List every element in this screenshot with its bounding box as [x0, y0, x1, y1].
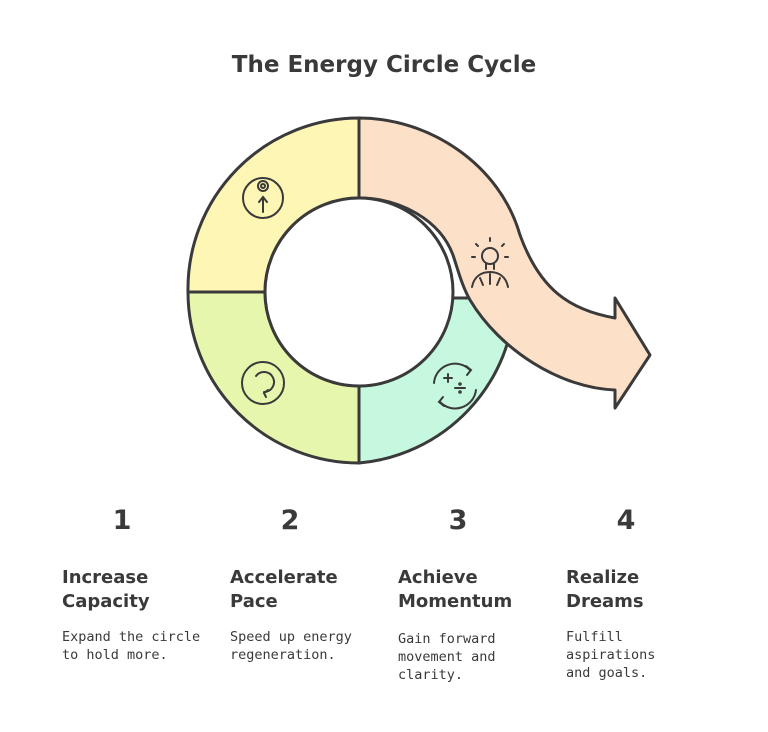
step-description: Speed up energy regeneration. [230, 628, 380, 664]
step-achieve-momentum: 3 Achieve Momentum Gain forward movement… [398, 505, 558, 684]
step-desc-line: and goals. [566, 665, 648, 681]
lightbulb-person-icon [471, 237, 509, 288]
step-title-line: Pace [230, 591, 278, 612]
step-number: 4 [616, 505, 636, 536]
step-title-line: Increase [62, 567, 149, 588]
step-desc-line: Gain forward [398, 631, 496, 647]
step-number: 3 [448, 505, 468, 536]
step-number: 1 [112, 505, 132, 536]
step-title-line: Capacity [62, 591, 150, 612]
inner-circle [263, 196, 455, 388]
step-title: Realize Dreams [566, 566, 721, 614]
step-realize-dreams: 4 Realize Dreams Fulfill aspirations and… [566, 505, 726, 682]
step-desc-line: clarity. [398, 667, 464, 683]
step-title-line: Achieve [398, 567, 478, 588]
step-desc-line: Expand the circle [62, 629, 201, 645]
step-increase-capacity: 1 Increase Capacity Expand the circle to… [62, 505, 222, 664]
step-description: Expand the circle to hold more. [62, 628, 212, 664]
step-title: Increase Capacity [62, 566, 217, 614]
calculator-cycle-icon [433, 362, 477, 410]
step-title-line: Momentum [398, 591, 513, 612]
target-arrow-up-icon [242, 177, 284, 219]
step-title-line: Accelerate [230, 567, 338, 588]
circular-arrow-icon [241, 361, 285, 405]
step-desc-line: movement and [398, 649, 496, 665]
step-desc-line: Fulfill aspirations [566, 629, 656, 663]
step-desc-line: to hold more. [62, 647, 168, 663]
step-accelerate-pace: 2 Accelerate Pace Speed up energy regene… [230, 505, 390, 664]
diagram-title: The Energy Circle Cycle [231, 52, 537, 78]
step-description: Gain forward movement and clarity. [398, 630, 548, 684]
step-title-line: Dreams [566, 591, 644, 612]
step-title: Achieve Momentum [398, 566, 553, 614]
step-number: 2 [280, 505, 300, 536]
step-desc-line: Speed up energy [230, 629, 352, 645]
segment-realize-dreams [357, 116, 652, 410]
step-title: Accelerate Pace [230, 566, 385, 614]
step-title-line: Realize [566, 567, 640, 588]
step-description: Fulfill aspirations and goals. [566, 628, 716, 682]
step-desc-line: regeneration. [230, 647, 336, 663]
